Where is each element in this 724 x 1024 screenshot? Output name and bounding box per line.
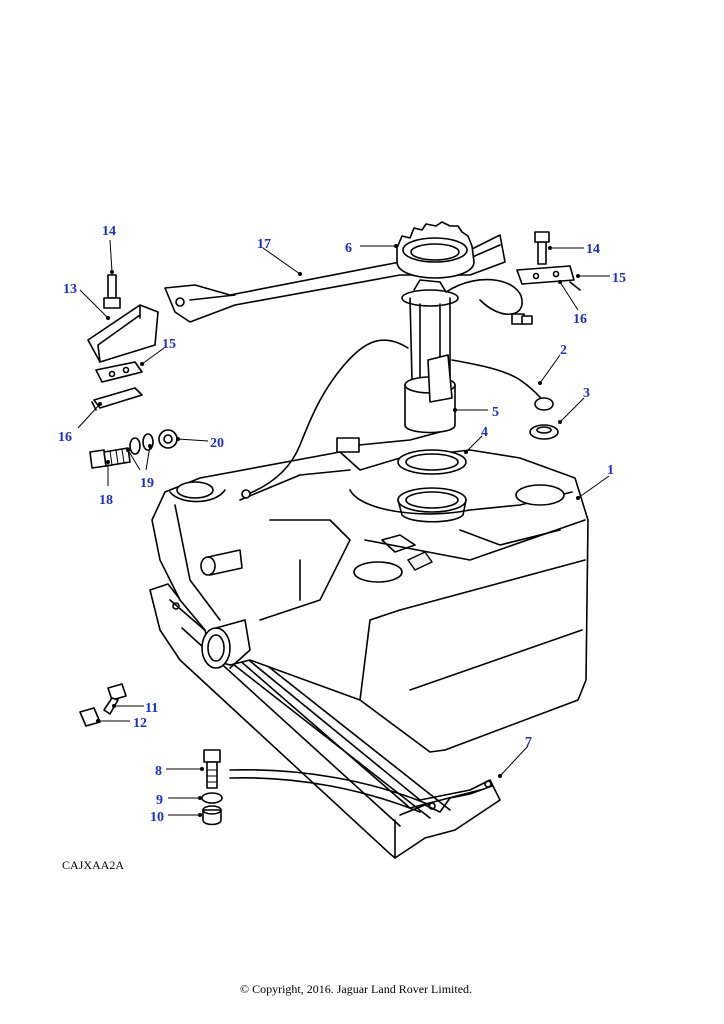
callout-10: 10 — [150, 810, 164, 825]
seal — [397, 449, 467, 523]
grommet — [529, 397, 559, 440]
callout-20: 20 — [210, 436, 224, 451]
callout-14-right: 14 — [586, 242, 600, 257]
bolt-washer-nut — [201, 749, 223, 826]
callout-17: 17 — [257, 237, 271, 252]
locking-ring — [396, 221, 475, 279]
callout-14-left: 14 — [102, 224, 116, 239]
diagram-reference-code: CAJXAA2A — [62, 858, 124, 872]
callout-13: 13 — [63, 282, 77, 297]
callout-8: 8 — [155, 764, 162, 779]
fuel-tank-body — [151, 449, 589, 753]
callout-7: 7 — [525, 735, 532, 750]
callout-9: 9 — [156, 793, 163, 808]
wiring-harness — [241, 339, 546, 499]
small-bolt-clip-nut — [79, 683, 127, 727]
callout-18: 18 — [99, 493, 113, 508]
callout-3: 3 — [583, 386, 590, 401]
callout-12: 12 — [133, 716, 147, 731]
callout-16-left: 16 — [58, 430, 72, 445]
callout-15-left: 15 — [162, 337, 176, 352]
callout-11: 11 — [145, 701, 158, 716]
right-bracket-assembly — [516, 231, 581, 291]
tank-strap — [164, 234, 506, 323]
callout-16-right: 16 — [573, 312, 587, 327]
left-bracket-assembly — [87, 274, 159, 411]
callout-4: 4 — [481, 425, 488, 440]
callout-1: 1 — [607, 463, 614, 478]
leader-lines — [77, 239, 610, 817]
callout-19: 19 — [140, 476, 154, 491]
callout-2: 2 — [560, 343, 567, 358]
callout-5: 5 — [492, 405, 499, 420]
fuel-pump-module — [401, 278, 533, 434]
copyright-notice: © Copyright, 2016. Jaguar Land Rover Lim… — [240, 982, 472, 996]
callout-6: 6 — [345, 241, 352, 256]
callout-15-right: 15 — [612, 271, 626, 286]
bolt-washer-bush — [89, 429, 178, 469]
callout-labels: 1 2 3 4 5 6 7 8 9 10 11 12 13 14 14 15 1… — [58, 224, 626, 825]
